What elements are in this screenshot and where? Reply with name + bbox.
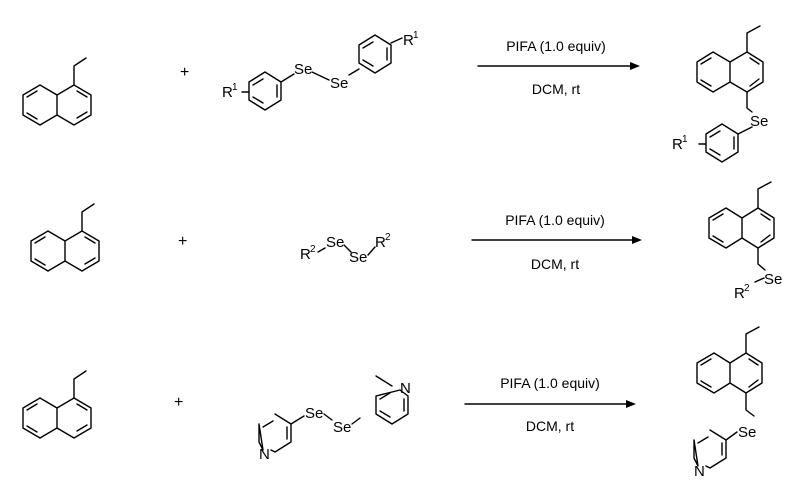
- reaction-row-1: + Se Se R 1 R 1 PIFA (1.0 equiv) DCM, rt: [22, 25, 768, 163]
- r2-label-left: R: [300, 246, 311, 263]
- plus-sign: +: [178, 233, 187, 250]
- product-r1-sup: 1: [682, 134, 688, 145]
- conditions-below: DCM, rt: [532, 81, 580, 97]
- product-selenium: Se: [738, 424, 756, 441]
- methoxynaphthalene-reactant: [22, 370, 92, 439]
- product-selenium: Se: [750, 113, 768, 130]
- selenium-atom-1: Se: [326, 234, 344, 251]
- conditions-above: PIFA (1.0 equiv): [500, 375, 600, 391]
- r1-sup-left: 1: [232, 82, 238, 93]
- dialkyl-diselenide-reagent: R 2 Se Se R 2: [300, 232, 391, 266]
- conditions-above: PIFA (1.0 equiv): [505, 212, 605, 228]
- selenium-atom-2: Se: [333, 419, 351, 436]
- product-pyridine-nitrogen: N: [694, 463, 705, 480]
- product-r2-sup: 2: [744, 283, 750, 294]
- pyridyl-selanyl-product-3: Se N: [693, 326, 763, 480]
- selenium-atom-1: Se: [294, 61, 312, 78]
- reaction-row-3: + N Se Se N PIFA (1.0 equiv) DCM, rt Se: [22, 326, 763, 480]
- selenium-atom-1: Se: [305, 405, 323, 422]
- r2-label-right: R: [375, 234, 386, 251]
- selenium-atom-2: Se: [330, 75, 348, 92]
- pyridine-nitrogen-right: N: [400, 380, 411, 397]
- product-r2-label: R: [734, 285, 745, 302]
- r1-label-left: R: [222, 84, 233, 101]
- plus-sign: +: [174, 394, 183, 411]
- selenium-atom-2: Se: [349, 249, 367, 266]
- conditions-above: PIFA (1.0 equiv): [506, 38, 606, 54]
- alkyl-selanyl-product-2: Se R 2: [708, 181, 782, 302]
- conditions-below: DCM, rt: [531, 256, 579, 272]
- diaryl-diselenide-reagent: Se Se R 1 R 1: [222, 30, 419, 111]
- reaction-row-2: + R 2 Se Se R 2 PIFA (1.0 equiv) DCM, rt…: [30, 181, 782, 302]
- conditions-below: DCM, rt: [526, 418, 574, 434]
- product-r1-label: R: [672, 136, 683, 153]
- r1-sup-right: 1: [413, 30, 419, 41]
- plus-sign: +: [180, 64, 189, 81]
- r2-sup-left: 2: [310, 244, 316, 255]
- r1-label-right: R: [403, 32, 414, 49]
- r2-sup-right: 2: [385, 232, 391, 243]
- reaction-arrow-1: PIFA (1.0 equiv) DCM, rt: [477, 38, 640, 97]
- methoxynaphthalene-reactant: [22, 57, 92, 126]
- reaction-arrow-3: PIFA (1.0 equiv) DCM, rt: [464, 375, 636, 434]
- aryl-selanyl-product-1: Se R 1: [672, 25, 768, 163]
- methoxynaphthalene-reactant: [30, 203, 100, 272]
- product-selenium: Se: [764, 271, 782, 288]
- dipyridyl-diselenide-reagent: N Se Se N: [258, 375, 411, 463]
- reaction-arrow-2: PIFA (1.0 equiv) DCM, rt: [471, 212, 642, 272]
- pyridine-nitrogen-left: N: [259, 446, 270, 463]
